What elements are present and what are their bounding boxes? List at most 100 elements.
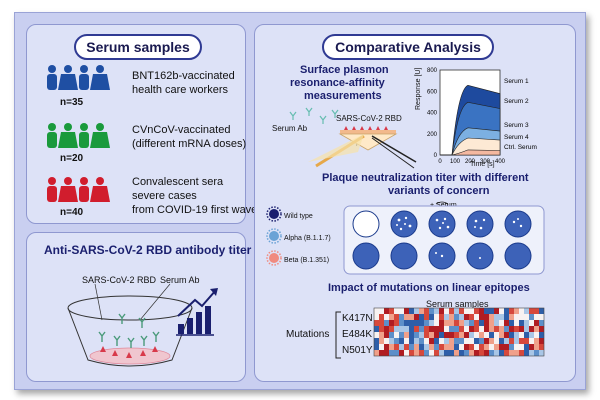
x-tick-label: 400 <box>495 159 506 165</box>
heatmap-cell <box>444 344 449 350</box>
heatmap-cell <box>374 350 379 356</box>
heatmap-cell <box>414 332 419 338</box>
blue-people-icon <box>47 65 110 90</box>
mutation-label-n501y: N501Y <box>342 345 373 356</box>
series-label: Serum 1 <box>504 78 529 85</box>
heatmap-cell <box>534 332 539 338</box>
red-people-icon <box>47 177 110 202</box>
heatmap-cell <box>474 326 479 332</box>
heatmap-cell <box>439 308 444 314</box>
heatmap-cell <box>399 332 404 338</box>
heatmap-cell <box>459 308 464 314</box>
heatmap-cell <box>404 332 409 338</box>
heatmap-cell <box>424 338 429 344</box>
heatmap-cell <box>474 314 479 320</box>
heatmap-cell <box>464 350 469 356</box>
heatmap-cell <box>389 350 394 356</box>
heatmap-cell <box>499 314 504 320</box>
heatmap-cell <box>389 320 394 326</box>
heatmap-cell <box>519 326 524 332</box>
heatmap-cell <box>414 320 419 326</box>
heatmap-cell <box>484 308 489 314</box>
heatmap-cell <box>414 314 419 320</box>
heatmap-cell <box>374 332 379 338</box>
heatmap-cell <box>514 320 519 326</box>
heatmap-cell <box>499 320 504 326</box>
heatmap-cell <box>459 344 464 350</box>
heatmap-cell <box>379 320 384 326</box>
heatmap-cell <box>499 338 504 344</box>
heatmap-cell <box>454 320 459 326</box>
heatmap-cell <box>374 344 379 350</box>
heatmap-cell <box>414 308 419 314</box>
heatmap-cell <box>469 314 474 320</box>
heatmap-cell <box>459 320 464 326</box>
heatmap-cell <box>539 350 544 356</box>
heatmap-cell <box>454 326 459 332</box>
heatmap-cell <box>534 326 539 332</box>
heatmap-cell <box>479 350 484 356</box>
spr-prism-illustration <box>289 107 417 169</box>
heatmap-cell <box>374 326 379 332</box>
heatmap-cell <box>424 344 429 350</box>
heatmap-cell <box>454 344 459 350</box>
heatmap-cell <box>394 320 399 326</box>
heatmap-cell <box>534 338 539 344</box>
heatmap-cell <box>514 326 519 332</box>
y-tick-label: 0 <box>434 153 438 159</box>
heatmap-cell <box>389 344 394 350</box>
heatmap-cell <box>419 332 424 338</box>
heatmap-cell <box>419 308 424 314</box>
heatmap-cell <box>429 314 434 320</box>
heatmap-cell <box>429 326 434 332</box>
heatmap-cell <box>399 338 404 344</box>
heatmap-cell <box>529 326 534 332</box>
heatmap-cell <box>514 308 519 314</box>
heatmap-cell <box>384 344 389 350</box>
heatmap-cell <box>384 338 389 344</box>
heatmap-cell <box>509 308 514 314</box>
x-tick-label: 300 <box>480 159 491 165</box>
heatmap-cell <box>484 332 489 338</box>
heatmap-cell <box>404 314 409 320</box>
series-label: Ctrl. Serum <box>504 144 537 151</box>
heatmap-cell <box>409 320 414 326</box>
plaque-plate-illustration <box>343 205 545 275</box>
beta-virus-icon <box>266 250 282 266</box>
heatmap-cell <box>494 338 499 344</box>
heatmap-cell <box>424 320 429 326</box>
heatmap-cell <box>459 326 464 332</box>
heatmap-cell <box>504 332 509 338</box>
heatmap-cell <box>444 314 449 320</box>
heatmap-cell <box>409 326 414 332</box>
heatmap-cell <box>534 344 539 350</box>
heatmap-cell <box>414 338 419 344</box>
heatmap-cell <box>509 344 514 350</box>
heatmap-cell <box>404 350 409 356</box>
serum-samples-title: Serum samples <box>74 34 202 60</box>
heatmap-cell <box>504 320 509 326</box>
heatmap-cell <box>504 326 509 332</box>
person-group-icons <box>47 65 110 202</box>
heatmap-cell <box>499 344 504 350</box>
heatmap-cell <box>474 344 479 350</box>
heatmap-cell <box>439 326 444 332</box>
heatmap-cell <box>464 308 469 314</box>
variant-label-beta: Beta (B.1.351) <box>284 257 330 264</box>
mutations-axis-label: Mutations <box>286 329 330 340</box>
heatmap-cell <box>424 350 429 356</box>
heatmap-cell <box>419 338 424 344</box>
heatmap-cell <box>504 308 509 314</box>
heatmap-cell <box>439 338 444 344</box>
heatmap-cell <box>469 344 474 350</box>
heatmap-cell <box>484 326 489 332</box>
heatmap-cell <box>379 344 384 350</box>
group-count-1: n=35 <box>60 97 84 108</box>
heatmap-cell <box>439 332 444 338</box>
heatmap-cell <box>529 350 534 356</box>
group-count-2: n=20 <box>60 153 84 164</box>
heatmap-cell <box>489 332 494 338</box>
heatmap-cell <box>464 314 469 320</box>
group-label-1-line1: BNT162b-vaccinated <box>132 70 235 82</box>
heatmap-cell <box>494 314 499 320</box>
